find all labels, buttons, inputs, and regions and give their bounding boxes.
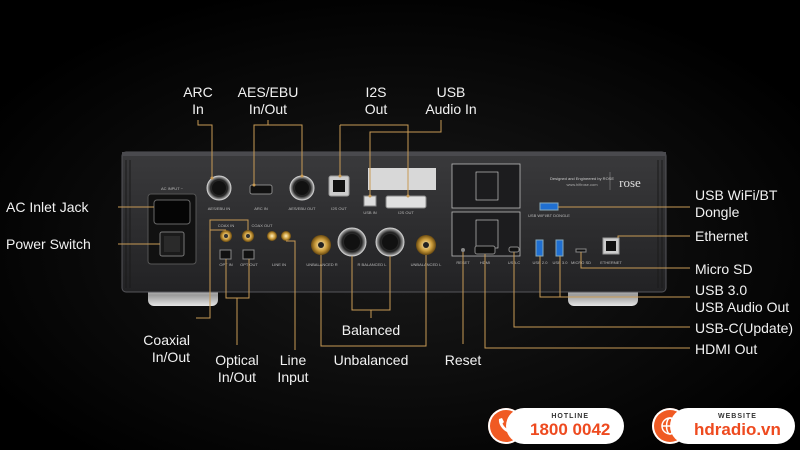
label-usb-wifi: USB WiFi/BT Dongle bbox=[695, 187, 777, 221]
label-reset: Reset bbox=[444, 352, 482, 368]
label-usb30: USB 3.0 USB Audio Out bbox=[695, 282, 789, 316]
label-micro-sd: Micro SD bbox=[695, 261, 753, 277]
label-arc-in: ARC In bbox=[183, 84, 213, 118]
panel-coax-out: COAX OUT bbox=[252, 223, 273, 228]
usb-dongle-port bbox=[539, 202, 559, 211]
microsd-slot bbox=[575, 248, 587, 253]
right-fins bbox=[657, 160, 663, 288]
arc-in-port bbox=[249, 184, 273, 195]
label-ac-inlet: AC Inlet Jack bbox=[6, 199, 89, 215]
label-optical-line1: Optical bbox=[215, 352, 259, 368]
label-coaxial: Coaxial In/Out bbox=[143, 332, 190, 366]
label-ethernet: Ethernet bbox=[695, 228, 748, 244]
leader-lines bbox=[118, 120, 690, 350]
label-line-input: Line Input bbox=[277, 352, 308, 386]
label-coaxial-line2: In/Out bbox=[151, 349, 190, 365]
label-optical: Optical In/Out bbox=[215, 352, 259, 386]
aes-out-inner bbox=[295, 181, 309, 195]
panel-i2s-out: I2S OUT bbox=[331, 206, 347, 211]
hotline-caption: HOTLINE bbox=[551, 413, 590, 420]
label-i2s-out-line2: Out bbox=[364, 101, 388, 117]
label-aes-ebu-line2: In/Out bbox=[248, 101, 288, 117]
coax-in-center bbox=[224, 234, 228, 238]
label-i2s-out: I2S Out bbox=[365, 84, 388, 118]
ethernet-socket bbox=[606, 241, 616, 251]
label-usb-audio-in-line2: Audio In bbox=[425, 101, 477, 117]
line-in-right bbox=[267, 231, 277, 241]
leader-dots bbox=[210, 174, 410, 198]
hdmi-port bbox=[474, 245, 496, 255]
usb3-port-2 bbox=[555, 239, 564, 257]
power-switch-rocker bbox=[164, 236, 180, 252]
panel-line-in: LINE IN bbox=[272, 262, 286, 267]
hotline-number: 1800 0042 bbox=[530, 420, 611, 439]
panel-brand: rose bbox=[619, 175, 641, 190]
label-usb-audio-in: USB Audio In bbox=[425, 84, 476, 118]
panel-i2s-out-2: I2S OUT bbox=[398, 210, 414, 215]
label-hdmi-out: HDMI Out bbox=[695, 341, 758, 357]
label-aes-ebu-line1: AES/EBU bbox=[237, 84, 299, 100]
label-line-input-line1: Line bbox=[279, 352, 307, 368]
hotline-badge[interactable]: HOTLINE 1800 0042 bbox=[488, 408, 625, 444]
label-coaxial-line1: Coaxial bbox=[143, 332, 190, 348]
coax-out-center bbox=[246, 234, 250, 238]
panel-coax-in: COAX IN bbox=[218, 223, 235, 228]
i2s-pinout-label bbox=[368, 168, 436, 190]
panel-usb-in: USB IN bbox=[363, 210, 376, 215]
i2s-out-dvi-port bbox=[385, 195, 427, 209]
usb3-port-1 bbox=[535, 239, 544, 257]
label-optical-line2: In/Out bbox=[217, 369, 257, 385]
panel-unbalanced-r: UNBALANCED R bbox=[306, 262, 337, 267]
website-caption: WEBSITE bbox=[718, 413, 757, 420]
panel-ethernet: ETHERNET bbox=[600, 260, 622, 265]
label-aes-ebu: AES/EBU In/Out bbox=[238, 84, 299, 118]
line-in-left bbox=[281, 231, 291, 241]
unbalanced-l-center bbox=[423, 242, 429, 248]
pinmap-top bbox=[451, 163, 521, 209]
unbalanced-r-center bbox=[318, 242, 324, 248]
aes-in-inner bbox=[212, 181, 226, 195]
label-line-input-line2: Input bbox=[277, 369, 309, 385]
reset-button bbox=[461, 248, 465, 252]
label-usb30-line1: USB 3.0 bbox=[695, 282, 748, 298]
ac-inlet-socket bbox=[153, 199, 191, 225]
label-arc-in-line1: ARC bbox=[183, 84, 213, 100]
panel-designed: Designed and Engineered by ROSE bbox=[550, 176, 614, 181]
label-usb-audio-in-line1: USB bbox=[436, 84, 466, 100]
pinmap-top-inner bbox=[475, 171, 499, 201]
website-url: hdradio.vn bbox=[694, 420, 781, 439]
label-usb30-line2: USB Audio Out bbox=[695, 299, 790, 315]
chassis-top-edge bbox=[122, 152, 666, 156]
label-power-switch: Power Switch bbox=[6, 236, 91, 252]
i2s-out-socket bbox=[333, 180, 345, 192]
usbc-port bbox=[508, 246, 520, 253]
label-i2s-out-line1: I2S bbox=[365, 84, 387, 100]
label-balanced: Balanced bbox=[341, 322, 401, 338]
label-usb-wifi-line2: Dongle bbox=[695, 204, 740, 220]
opt-in-port bbox=[219, 249, 232, 260]
balanced-r-inner bbox=[344, 234, 360, 250]
opt-out-port bbox=[242, 249, 255, 260]
panel-aes-in: AES/EBU IN bbox=[208, 206, 231, 211]
label-usb-wifi-line1: USB WiFi/BT bbox=[695, 187, 778, 203]
panel-arc-in: ARC IN bbox=[254, 206, 268, 211]
label-usbc: USB-C(Update) bbox=[695, 320, 794, 336]
panel-aes-out: AES/EBU OUT bbox=[289, 206, 316, 211]
left-fins bbox=[125, 160, 131, 288]
label-arc-in-line2: In bbox=[192, 101, 204, 117]
panel-balanced: R BALANCED L bbox=[358, 262, 388, 267]
balanced-l-inner bbox=[382, 234, 398, 250]
panel-site: www.hifirose.com bbox=[566, 182, 598, 187]
panel-ac-input: AC INPUT ~ bbox=[161, 186, 184, 191]
website-badge[interactable]: WEBSITE hdradio.vn bbox=[652, 408, 795, 444]
panel-dongle: USB WIFI/BT DONGLE bbox=[528, 213, 570, 218]
label-unbalanced: Unbalanced bbox=[333, 352, 409, 368]
